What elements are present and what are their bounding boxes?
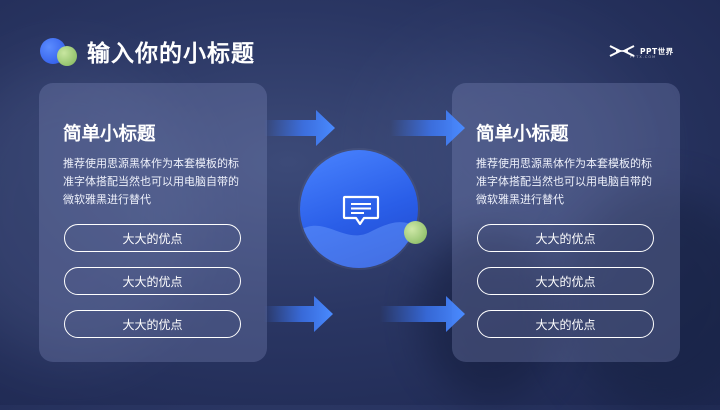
arrow-top-right [390,110,465,146]
left-pill-2[interactable]: 大大的优点 [64,267,241,295]
logo-icon [609,45,635,57]
center-wave-decoration [300,222,418,268]
arrow-bottom-right [380,296,465,332]
logo-text: PPT世界 [640,46,674,56]
right-panel-heading: 简单小标题 [476,124,569,145]
center-green-dot [404,221,427,244]
left-pill-1[interactable]: 大大的优点 [64,224,241,252]
left-panel-heading: 简单小标题 [63,124,156,145]
logo: PPT世界 PPTX.COM [608,44,674,59]
logo-subtext: PPTX.COM [630,55,657,59]
arrow-top-left [264,110,335,146]
message-icon [342,195,380,226]
right-panel: 简单小标题 推荐使用思源黑体作为本套模板的标准字体搭配当然也可以用电脑自带的微软… [452,83,680,362]
right-panel-description: 推荐使用思源黑体作为本套模板的标准字体搭配当然也可以用电脑自带的微软雅黑进行替代 [476,157,652,206]
title-decoration-green-dot [57,46,77,66]
right-pill-3[interactable]: 大大的优点 [477,310,654,338]
left-panel: 简单小标题 推荐使用思源黑体作为本套模板的标准字体搭配当然也可以用电脑自带的微软… [39,83,267,362]
left-pill-3[interactable]: 大大的优点 [64,310,241,338]
arrow-bottom-left [264,296,333,332]
right-pill-1[interactable]: 大大的优点 [477,224,654,252]
right-pill-2[interactable]: 大大的优点 [477,267,654,295]
left-panel-description: 推荐使用思源黑体作为本套模板的标准字体搭配当然也可以用电脑自带的微软雅黑进行替代 [63,157,239,206]
page-title: 输入你的小标题 [87,41,255,67]
